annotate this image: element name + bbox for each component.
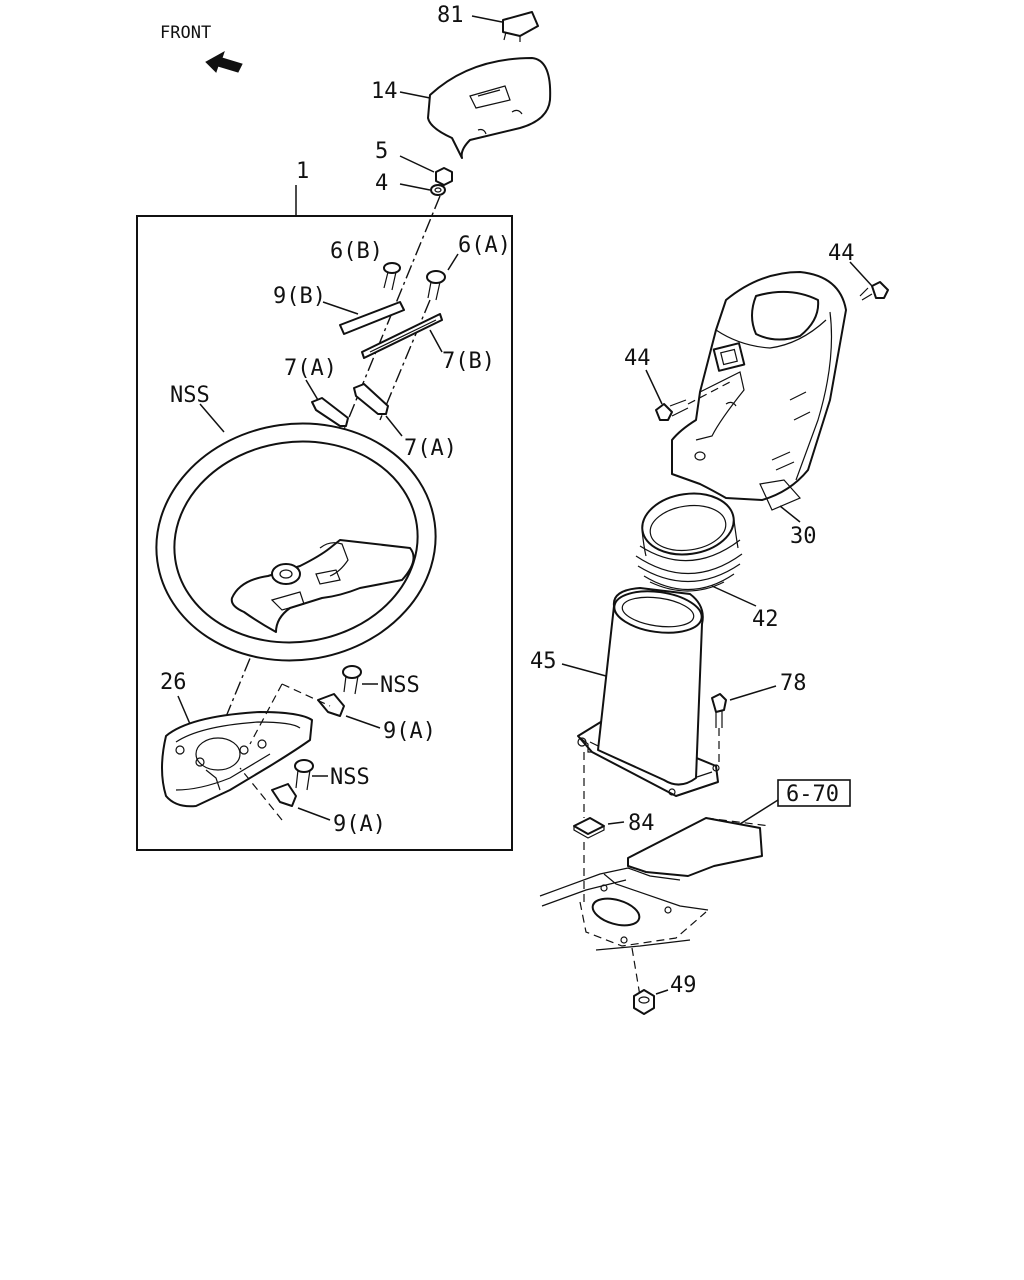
callout-4: 4 <box>375 171 388 196</box>
part-7a-clip-left: 7(A) <box>284 356 349 427</box>
assembly-1: 1 <box>136 159 513 851</box>
part-9a-upper: 9(A) <box>249 683 436 745</box>
callout-7b: 7(B) <box>442 349 495 374</box>
part-84-plate: 84 <box>573 752 655 839</box>
floor-panel <box>539 817 771 997</box>
callout-5: 5 <box>375 139 388 164</box>
part-nss-screw-upper: NSS <box>342 665 420 698</box>
callout-42: 42 <box>752 607 779 632</box>
part-81-cap: 81 <box>437 3 539 42</box>
callout-9a-lower: 9(A) <box>333 812 386 837</box>
callout-nss-upper: NSS <box>380 673 420 698</box>
callout-nss-wheel: NSS <box>170 383 210 408</box>
part-9a-lower: 9(A) <box>239 767 386 837</box>
part-45-column-tube: 45 <box>530 587 720 797</box>
part-44-screw-top: 44 <box>828 241 889 301</box>
part-nss-screw-lower: NSS <box>294 759 370 791</box>
callout-84: 84 <box>628 811 655 836</box>
part-7a-clip-right: 7(A) <box>353 383 457 461</box>
callout-nss-lower: NSS <box>330 765 370 790</box>
part-9b-plate: 9(B) <box>273 284 405 335</box>
callout-30: 30 <box>790 524 817 549</box>
part-4-washer: 4 <box>375 171 446 196</box>
front-arrow-icon <box>205 50 243 73</box>
part-6a-screw: 6(A) <box>426 233 511 301</box>
part-26-lower-cover: 26 <box>160 670 313 808</box>
callout-6a: 6(A) <box>458 233 511 258</box>
front-label: FRONT <box>160 23 211 43</box>
part-42-boot: 42 <box>635 492 779 632</box>
front-indicator: FRONT <box>160 23 243 73</box>
part-49-nut: 49 <box>633 973 697 1015</box>
callout-78: 78 <box>780 671 807 696</box>
callout-9b: 9(B) <box>273 284 326 309</box>
part-7b-contact: 7(B) <box>361 313 495 374</box>
callout-44-top: 44 <box>828 241 855 266</box>
callout-26: 26 <box>160 670 187 695</box>
ref-6-70: 6-70 <box>739 779 851 825</box>
callout-9a-upper: 9(A) <box>383 719 436 744</box>
callout-49: 49 <box>670 973 697 998</box>
callout-44-left: 44 <box>624 346 651 371</box>
ref-6-70-label: 6-70 <box>786 782 839 807</box>
part-6b-screw: 6(B) <box>330 239 401 291</box>
callout-7a-right: 7(A) <box>404 436 457 461</box>
callout-7a-top: 7(A) <box>284 356 337 381</box>
callout-6b: 6(B) <box>330 239 383 264</box>
part-78-bolt: 78 <box>711 671 807 764</box>
callout-1: 1 <box>296 159 309 184</box>
steering-wheel: NSS <box>155 383 437 662</box>
part-5-nut: 5 <box>375 139 453 186</box>
part-44-screw-left: 44 <box>624 346 731 421</box>
callout-81: 81 <box>437 3 464 28</box>
part-30-column-cover: 30 <box>671 271 847 549</box>
part-14-cover: 14 <box>371 57 552 159</box>
callout-45: 45 <box>530 649 557 674</box>
callout-14: 14 <box>371 79 398 104</box>
